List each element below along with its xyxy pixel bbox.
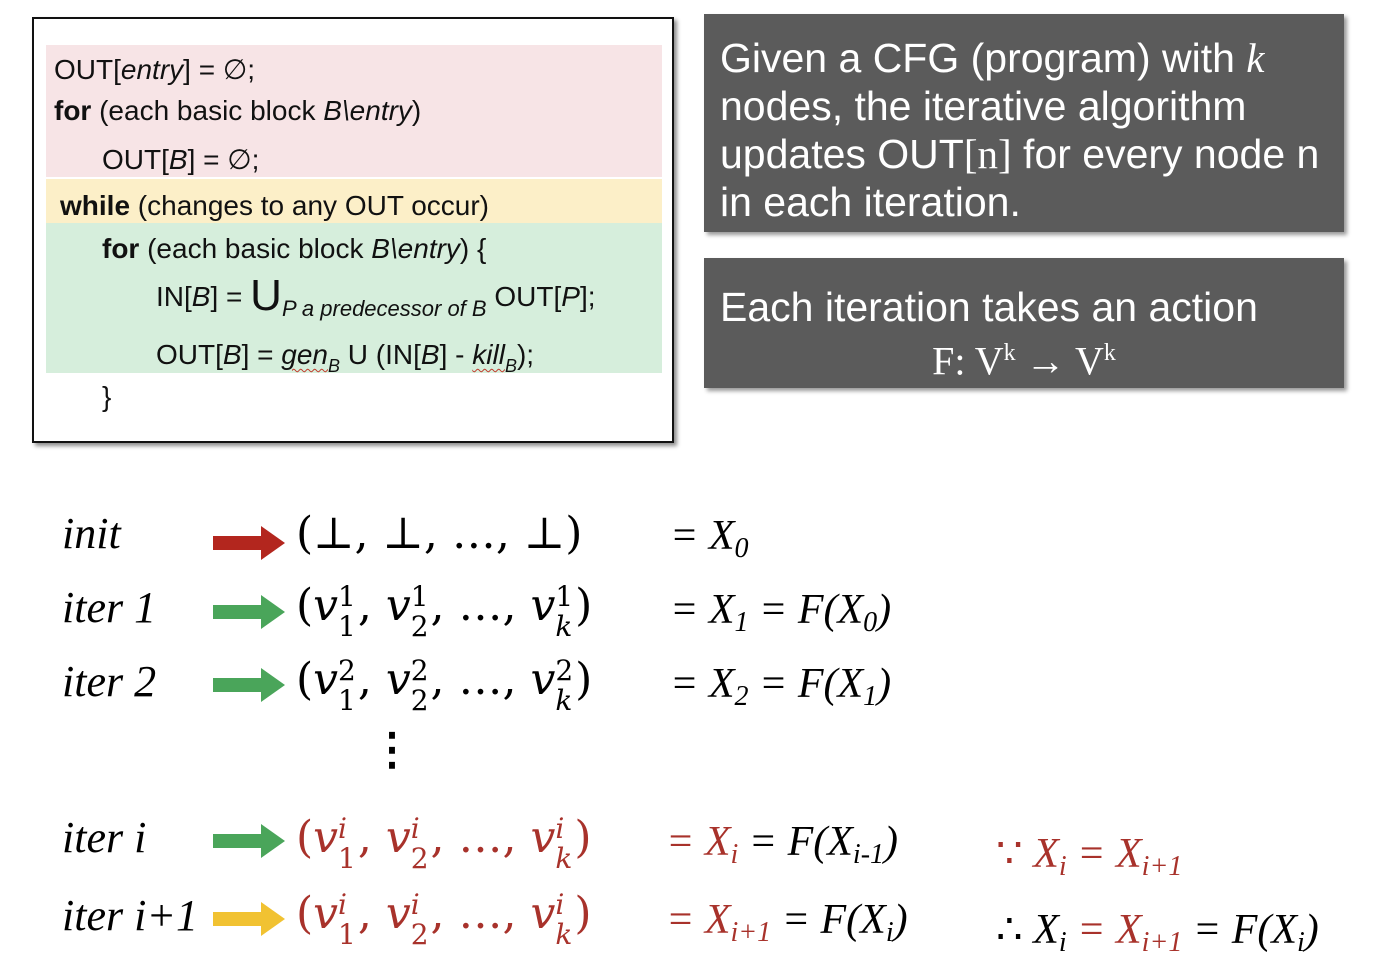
eq-iteri: = Xi = F(Xi-1) [666,819,899,870]
arrow-red-icon [213,526,285,560]
algorithm-code-box: OUT[entry] = ∅; for (each basic block B\… [32,17,674,443]
while-highlight [46,179,662,223]
code-line-7: OUT[B] = genB U (IN[B] - killB); [156,339,535,376]
code-line-4: while (changes to any OUT occur) [60,190,489,221]
loop-body-highlight [46,223,662,373]
code-line-6: IN[B] = UP a predecessor of B OUT[P]; [156,271,596,322]
action-note-text: Each iteration takes an action [720,284,1258,330]
init-highlight [46,45,662,177]
code-line-8: } [102,381,112,412]
tuple-init: (⊥, ⊥, …, ⊥) [296,508,583,559]
action-formula: F: Vk → Vk [932,338,1116,384]
because-statement: ∵ Xi = Xi+1 [996,831,1183,882]
code-line-1: OUT[entry] = ∅; [54,54,255,85]
row-label-iteri: iter i [62,813,147,862]
vertical-ellipsis: ⋮ [370,725,414,774]
eq-iter1: = X1 = F(X0) [670,587,892,638]
arrow-yellow-icon [213,902,285,936]
row-label-init: init [62,509,121,558]
code-line-2: for (each basic block B\entry) [54,95,422,126]
code-line-3: OUT[B] = ∅; [102,144,260,175]
arrow-green-icon [213,668,285,702]
eq-iter2: = X2 = F(X1) [670,661,892,712]
code-line-5: for (each basic block B\entry) { [102,233,487,264]
arrow-green-icon [213,595,285,629]
eq-iteri1: = Xi+1 = F(Xi) [666,897,908,948]
action-note: Each iteration takes an action F: Vk → V… [704,258,1344,388]
arrow-green-icon [213,824,285,858]
row-label-iter1: iter 1 [62,583,157,632]
row-label-iteri1: iter i+1 [62,891,199,940]
therefore-statement: ∴ Xi = Xi+1 = F(Xi) [996,907,1319,958]
iterative-algorithm-note: Given a CFG (program) with k nodes, the … [704,14,1344,232]
row-label-iter2: iter 2 [62,657,157,706]
eq-init: = X0 [670,513,749,564]
